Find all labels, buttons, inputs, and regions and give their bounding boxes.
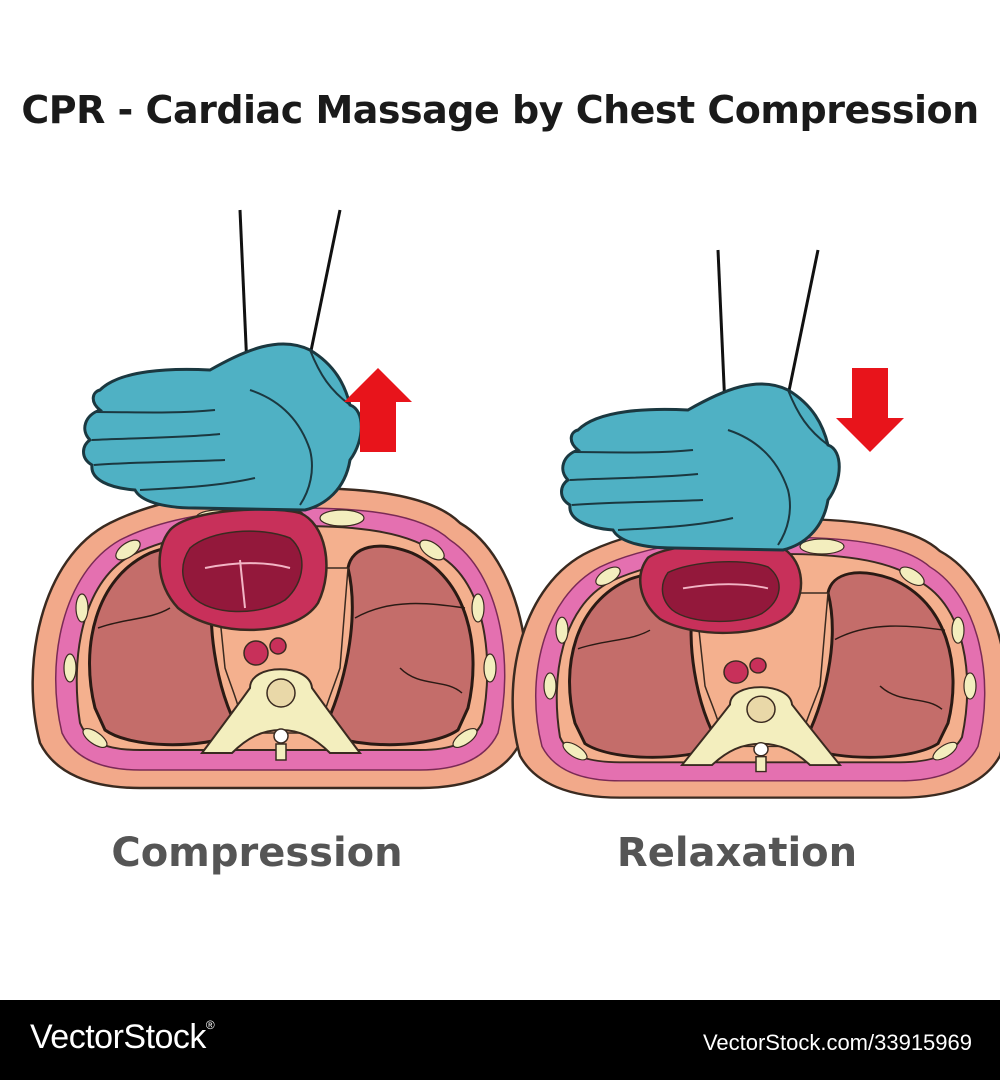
panel-relaxation (511, 248, 1000, 800)
gloved-hand-left (82, 208, 363, 512)
brand-name: VectorStock (30, 1018, 206, 1056)
panel-label-compression: Compression (111, 830, 403, 876)
panel-compression (31, 208, 529, 790)
cpr-illustration (31, 208, 1000, 800)
diagram-title: CPR - Cardiac Massage by Chest Compressi… (21, 88, 979, 132)
arrow-down-icon (836, 368, 904, 452)
gloved-hand-right (560, 248, 841, 552)
heart-icon (158, 508, 328, 632)
watermark-footer: VectorStock® VectorStock.com/33915969 (0, 1000, 1000, 1080)
source-url: VectorStock.com/33915969 (702, 1030, 972, 1055)
trademark-symbol: ® (205, 1018, 215, 1032)
panel-label-relaxation: Relaxation (616, 830, 858, 876)
chest-cross-section-right (511, 517, 1000, 800)
arrow-up-icon (344, 368, 412, 452)
heart-icon (639, 541, 803, 635)
chest-cross-section-left (31, 486, 529, 790)
brand-logo: VectorStock® (30, 1018, 215, 1057)
